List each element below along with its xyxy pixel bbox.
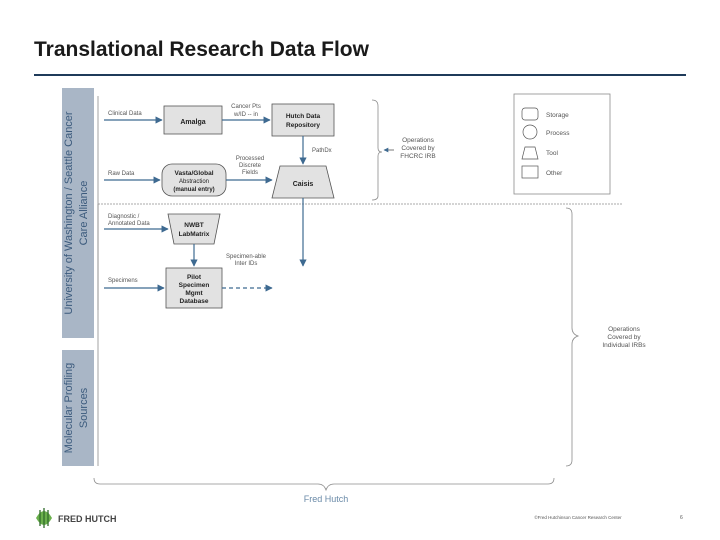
- label-cancer-pts-line2: w/ID -- in: [233, 112, 258, 118]
- vasta-line3: (manual entry): [173, 187, 214, 193]
- legend-other-swatch: [521, 165, 539, 179]
- fred-hutch-brace: [93, 477, 555, 492]
- legend-tool-swatch: [521, 146, 539, 160]
- footer-copyright: ©Fred Hutchinson Cancer Research Center: [534, 514, 622, 520]
- top-right-brace: [371, 99, 383, 201]
- uw-sca-panel: [62, 88, 94, 338]
- label-specimen-line2: Inter IDs: [235, 261, 258, 267]
- label-processed-line2: Discrete: [239, 163, 262, 169]
- ops-bottom-line1: Operations: [608, 326, 641, 333]
- ops-top-line1: Operations: [402, 137, 435, 144]
- label-dx-line1: Diagnostic /: [108, 214, 140, 220]
- hutch-data-line1: Hutch Data: [286, 113, 321, 120]
- fred-hutch-logo-icon: [36, 508, 52, 528]
- pilot-line2: Specimen: [179, 282, 210, 289]
- vasta-line1: Vasta/Global: [174, 170, 213, 177]
- pilot-line4: Database: [180, 298, 209, 305]
- page-title: Translational Research Data Flow: [34, 38, 369, 61]
- fred-hutch-caption: Fred Hutch: [304, 494, 349, 504]
- label-raw-data: Raw Data: [108, 171, 135, 177]
- label-processed-line3: Fields: [242, 170, 258, 176]
- molecular-profiling-label-line2: Sources: [78, 387, 90, 428]
- legend-other-label: Other: [546, 170, 563, 177]
- pilot-line3: Mgmt: [185, 290, 203, 297]
- legend-storage-swatch: [521, 107, 539, 121]
- caisis-box: [271, 165, 335, 199]
- label-processed-line1: Processed: [236, 156, 264, 162]
- page-number: 6: [680, 515, 683, 521]
- uw-sca-label-line2: Care Alliance: [78, 181, 90, 246]
- hutch-data-line2: Repository: [286, 122, 320, 129]
- uw-sca-label-line1: University of Washington / Seattle Cance…: [63, 111, 75, 315]
- legend-tool-label: Tool: [546, 150, 558, 157]
- legend-process-label: Process: [546, 130, 570, 137]
- ops-top-line3: FHCRC IRB: [400, 153, 435, 160]
- label-cancer-pts-line1: Cancer Pts: [231, 104, 261, 110]
- label-specimen-line1: Specimen-able: [226, 254, 267, 260]
- amalga-box: [163, 105, 223, 135]
- right-brace: [565, 207, 580, 467]
- nwbt-line2: LabMatrix: [179, 231, 210, 238]
- nwbt-line1: NWBT: [184, 222, 204, 229]
- legend-process-swatch: [522, 124, 538, 140]
- label-pathdx: PathDx: [312, 148, 332, 154]
- title-rule: [34, 74, 686, 76]
- ops-bottom-line2: Covered by: [607, 334, 641, 341]
- label-clinical-data: Clinical Data: [108, 111, 142, 117]
- logo-text: FRED HUTCH: [58, 514, 117, 524]
- legend-storage-label: Storage: [546, 112, 569, 119]
- molecular-profiling-panel: [62, 350, 94, 466]
- amalga-label: Amalga: [180, 119, 205, 126]
- molecular-profiling-label-line1: Molecular Profiling: [63, 363, 75, 453]
- hutch-data-repository-box: [271, 103, 335, 137]
- ops-bottom-line3: Individual IRBs: [602, 342, 646, 349]
- ops-top-line2: Covered by: [401, 145, 435, 152]
- vasta-line2: Abstraction: [179, 179, 209, 185]
- label-dx-line2: Annotated Data: [108, 221, 150, 227]
- label-specimens: Specimens: [108, 278, 138, 284]
- pilot-line1: Pilot: [187, 274, 202, 281]
- caisis-label: Caisis: [293, 181, 314, 188]
- nwbt-labmatrix-box: [167, 213, 221, 245]
